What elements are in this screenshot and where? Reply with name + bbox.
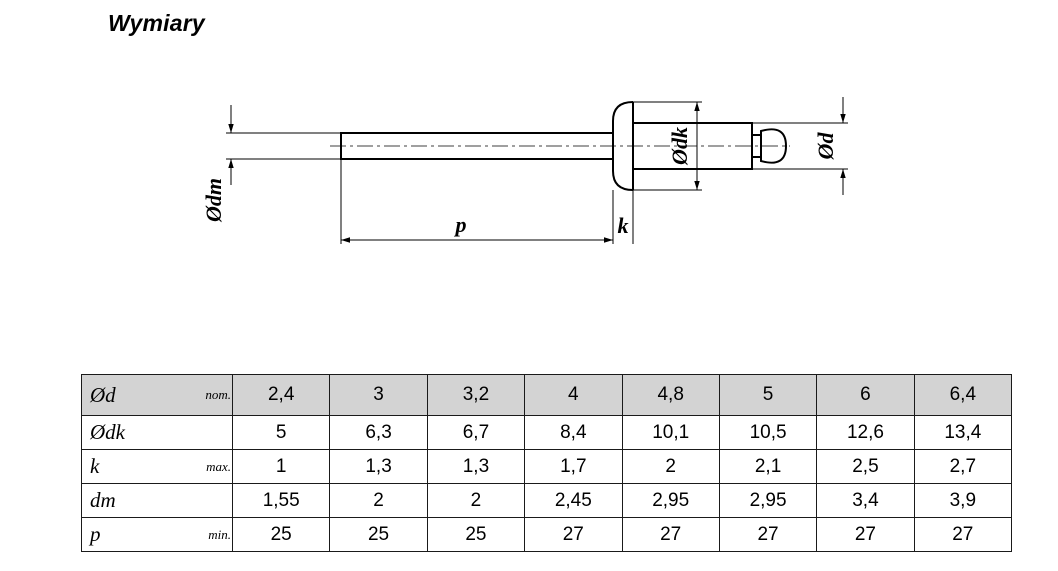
dm-dimension: [226, 105, 341, 185]
table-cell: 10,5: [718, 415, 818, 450]
mandrel-ball: [760, 128, 788, 164]
row-qualifier: min.: [208, 526, 231, 542]
dk-dimension: [633, 101, 702, 191]
table-cell: 25: [329, 517, 428, 552]
table-cell: 27: [524, 517, 623, 552]
table-cell: 8,4: [524, 415, 623, 450]
table-cell: 10,1: [621, 415, 720, 450]
row-label: k max.: [81, 449, 233, 484]
d-label: Ød: [813, 132, 838, 161]
table-cell: 27: [816, 517, 915, 552]
d-dimension: [752, 97, 848, 195]
table-cell: 3,2: [426, 374, 526, 416]
table-cell: 2: [426, 483, 526, 518]
table-cell: 3: [329, 374, 428, 416]
table-cell: 1: [231, 449, 331, 484]
table-cell: 4,8: [621, 374, 720, 416]
table-cell: 3,9: [913, 483, 1013, 518]
row-symbol: Ødk: [90, 420, 125, 444]
table-cell: 27: [621, 517, 720, 552]
rivet-drawing: Ødm p k Ødk Ød: [201, 97, 848, 244]
table-cell: 27: [718, 517, 818, 552]
table-cell: 27: [913, 517, 1013, 552]
table-row: Ød nom. 2,4 3 3,2 4 4,8 5 6 6,4: [81, 374, 1013, 416]
table-cell: 1,3: [426, 449, 526, 484]
table-cell: 12,6: [816, 415, 915, 450]
table-cell: 5: [231, 415, 331, 450]
k-label: k: [618, 213, 629, 238]
table-cell: 1,7: [524, 449, 623, 484]
row-qualifier: max.: [206, 458, 231, 474]
table-cell: 6,3: [329, 415, 428, 450]
table-cell: 1,55: [231, 483, 331, 518]
p-label: p: [454, 212, 467, 237]
row-qualifier: nom.: [205, 387, 231, 402]
row-symbol: Ød: [90, 382, 116, 407]
table-cell: 25: [231, 517, 331, 552]
table-cell: 6: [816, 374, 915, 416]
table-cell: 2,45: [524, 483, 623, 518]
row-label: dm: [81, 483, 233, 518]
row-symbol: dm: [90, 488, 116, 512]
table-cell: 1,3: [329, 449, 428, 484]
table-cell: 5: [718, 374, 818, 416]
page-title: Wymiary: [108, 10, 205, 36]
table-cell: 3,4: [816, 483, 915, 518]
row-label: Ød nom.: [81, 374, 233, 416]
table-cell: 2,1: [718, 449, 818, 484]
table-cell: 2,95: [718, 483, 818, 518]
table-row: dm 1,55 2 2 2,45 2,95 2,95 3,4 3,9: [81, 483, 1013, 518]
dimensions-table: Ød nom. 2,4 3 3,2 4 4,8 5 6 6,4 Ødk 5 6,…: [81, 374, 1013, 552]
dm-label: Ødm: [201, 178, 226, 223]
table-row: k max. 1 1,3 1,3 1,7 2 2,1 2,5 2,7: [81, 449, 1013, 484]
p-dimension: [340, 159, 634, 244]
table-cell: 13,4: [913, 415, 1013, 450]
table-cell: 2: [621, 449, 720, 484]
table-cell: 25: [426, 517, 526, 552]
table-cell: 2: [329, 483, 428, 518]
table-row: p min. 25 25 25 27 27 27 27 27: [81, 517, 1013, 552]
table-row: Ødk 5 6,3 6,7 8,4 10,1 10,5 12,6 13,4: [81, 415, 1013, 450]
table-cell: 2,7: [913, 449, 1013, 484]
row-symbol: p: [90, 522, 101, 546]
dk-label: Ødk: [667, 127, 692, 166]
table-cell: 2,5: [816, 449, 915, 484]
row-label: Ødk: [81, 415, 233, 450]
table-cell: 6,7: [426, 415, 526, 450]
table-cell: 4: [524, 374, 623, 416]
row-label: p min.: [81, 517, 233, 552]
table-cell: 2,4: [231, 374, 331, 416]
table-cell: 6,4: [913, 374, 1013, 416]
row-symbol: k: [90, 454, 100, 478]
table-cell: 2,95: [621, 483, 720, 518]
